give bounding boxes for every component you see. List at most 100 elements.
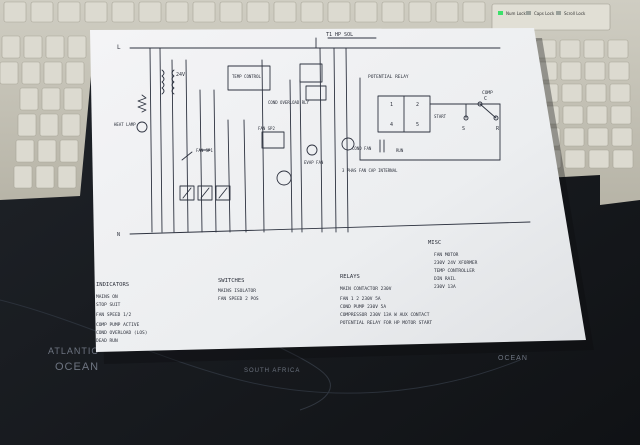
relay-pin-1: 1	[390, 102, 393, 108]
switches-title: SWITCHES	[218, 278, 245, 284]
left-key-block	[0, 35, 87, 189]
evap-fan-label: EVAP FAN	[304, 160, 324, 165]
run-label: RUN	[396, 148, 404, 153]
notes-misc: MISC FAN MOTOR 230V 24V XFORMER TEMP CON…	[428, 240, 478, 290]
mat-ocean-label: OCEAN	[55, 361, 99, 373]
keycap	[65, 61, 85, 85]
switches-line: FAN SPEED 2 POS	[218, 296, 259, 302]
keycap	[19, 87, 39, 111]
relay-pin-4: 4	[390, 122, 393, 128]
keycap	[37, 139, 57, 163]
keycap	[61, 113, 81, 137]
keycap	[17, 113, 37, 137]
misc-line: TEMP CONTROLLER	[434, 268, 475, 274]
function-key-row	[3, 1, 486, 23]
relay-pin-2: 2	[416, 102, 419, 108]
keycap	[39, 113, 59, 137]
keycap	[564, 149, 586, 169]
fan-motor-symbol	[276, 170, 292, 186]
keycap	[57, 165, 77, 189]
relays-line: COND PUMP 230V 5A	[340, 304, 386, 310]
temp-control-box	[227, 65, 271, 91]
scroll-lock-label: Scroll Lock	[564, 11, 586, 16]
cond-fan-label: COND FAN	[352, 146, 372, 151]
mat-africa-label: SOUTH AFRICA	[244, 368, 300, 374]
keycap	[59, 139, 79, 163]
keycap	[300, 1, 324, 23]
indicators-title: INDICATORS	[96, 282, 129, 288]
keycap	[587, 127, 609, 147]
evap-fan-symbol	[306, 144, 318, 156]
keycap	[13, 165, 33, 189]
comp-label: COMP	[482, 90, 493, 96]
keycap	[327, 1, 351, 23]
indicators-line: STOP SUIT	[96, 302, 121, 308]
keycap	[583, 39, 605, 59]
rail-n-line	[129, 221, 531, 235]
indicators-line: COND OVERLOAD (LOS)	[96, 330, 147, 336]
misc-line: 230V 13A	[434, 284, 456, 290]
switches-line: MAINS ISOLATOR	[218, 288, 256, 294]
notes-switches: SWITCHES MAINS ISOLATOR FAN SPEED 2 POS	[218, 278, 259, 302]
num-lock-led	[498, 11, 503, 15]
led-panel	[491, 3, 611, 31]
fan-speed-label-right: FAN SP2	[258, 126, 275, 131]
keycap	[41, 87, 61, 111]
keycap	[57, 1, 81, 23]
indicators-line: DEAD RUN	[96, 338, 118, 344]
keycap	[562, 105, 584, 125]
keycap	[381, 1, 405, 23]
paper-sheet	[90, 28, 586, 352]
keycap	[3, 1, 27, 23]
relays-line: POTENTIAL RELAY FOR HP MOTOR START	[340, 320, 432, 326]
right-key-block	[535, 39, 634, 169]
fan-speed-label-left: FAN SP1	[196, 148, 213, 153]
keycap	[607, 39, 629, 59]
keycap	[63, 87, 83, 111]
wiring-diagram	[129, 37, 531, 235]
cap-label: 3 PHAS FAN CAP INTERNAL	[342, 168, 398, 173]
temp-control-label: TEMP CONTROL	[232, 74, 261, 79]
cond-overload-label: COND OVERLOAD RLY	[268, 100, 310, 105]
scroll-lock-led	[556, 11, 561, 15]
keycap	[612, 149, 634, 169]
keycap	[246, 1, 270, 23]
rail-l-label: L	[117, 44, 121, 51]
keycap	[462, 1, 486, 23]
keycap	[584, 61, 606, 81]
notes-relays: RELAYS MAIN CONTACTOR 230V FAN 1 2 230V …	[340, 274, 432, 326]
keycap	[354, 1, 378, 23]
keycap	[23, 35, 43, 59]
keycap	[111, 1, 135, 23]
misc-line: DIN RAIL	[434, 276, 456, 282]
rail-n-label: N	[117, 232, 120, 238]
keycap	[435, 1, 459, 23]
mat-ocean2-label: OCEAN	[498, 355, 528, 362]
relays-title: RELAYS	[340, 274, 360, 280]
indicators-line: COMP PUMP ACTIVE	[96, 322, 140, 328]
keycap	[45, 35, 65, 59]
keycap	[273, 1, 297, 23]
transformer-label: 24V	[176, 72, 185, 78]
keycap	[30, 1, 54, 23]
indicators-line: MAINS ON	[96, 294, 118, 300]
keycap	[585, 83, 607, 103]
relays-line: FAN 1 2 230V 5A	[340, 296, 381, 302]
heater-label: HEAT LAMP	[114, 122, 136, 127]
keycap	[611, 127, 633, 147]
potential-relay-label: POTENTIAL RELAY	[368, 74, 409, 80]
keycap	[192, 1, 216, 23]
notes-indicators: INDICATORS MAINS ON STOP SUIT FAN SPEED …	[96, 282, 147, 344]
keycap	[609, 83, 631, 103]
keycap	[35, 165, 55, 189]
keycap	[408, 1, 432, 23]
keycap	[138, 1, 162, 23]
keycap	[586, 105, 608, 125]
keycap	[563, 127, 585, 147]
keycap	[560, 61, 582, 81]
keycap	[15, 139, 35, 163]
relay-pin-5: 5	[416, 122, 419, 128]
caps-lock-led	[526, 11, 531, 15]
keycap	[559, 39, 581, 59]
